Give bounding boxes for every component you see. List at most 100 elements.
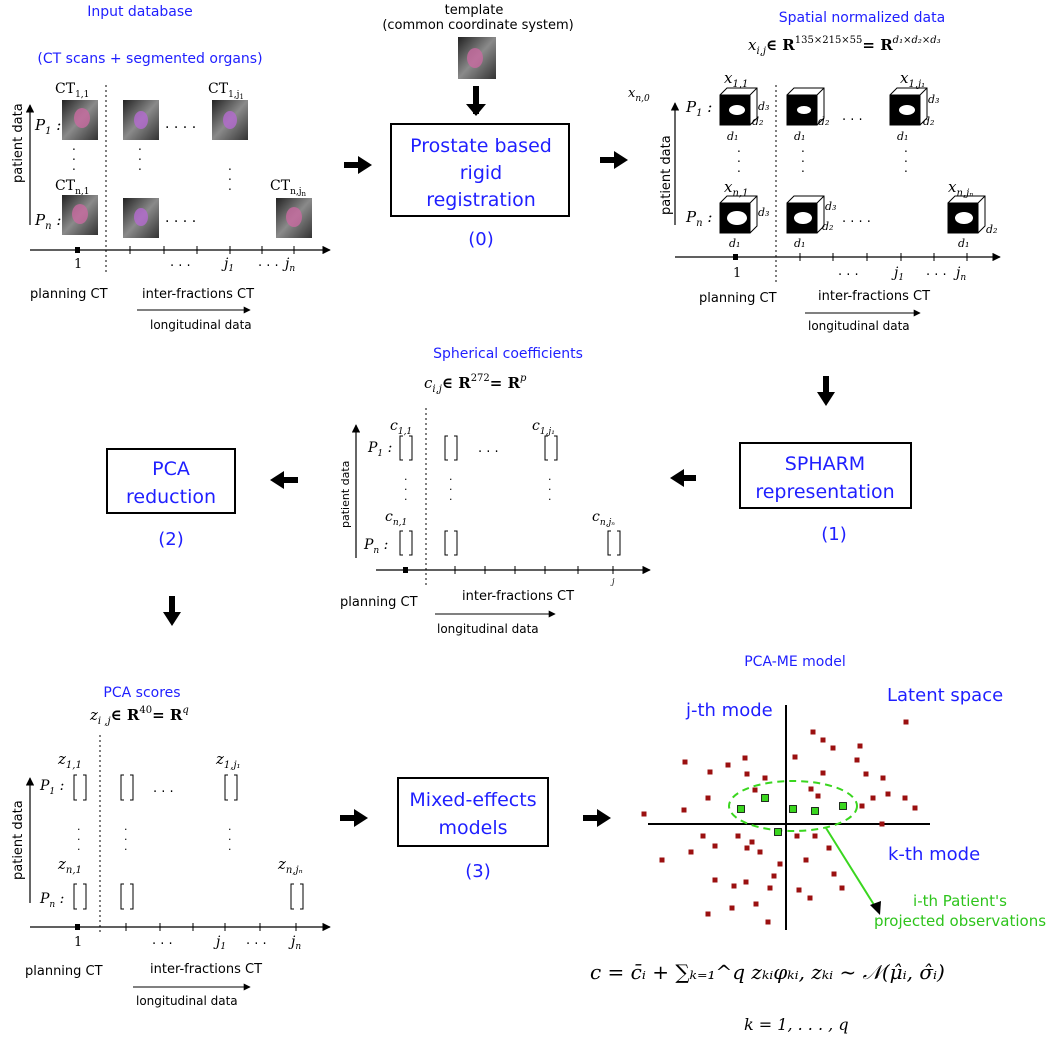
step3-box: Mixed-effects models (3)	[397, 777, 549, 882]
step0-line1: Prostate based	[410, 135, 552, 157]
input-planning-ct: planning CT	[30, 287, 108, 302]
input-ct-11-label: CT1,1	[55, 81, 89, 100]
input-y-axis-label: patient data	[11, 103, 26, 183]
latent-point	[885, 791, 891, 797]
latent-point	[752, 787, 758, 793]
latent-point	[757, 849, 763, 855]
latent-point	[820, 770, 826, 776]
latent-point	[777, 861, 783, 867]
latent-point	[902, 795, 908, 801]
svg-text:.: .	[548, 480, 552, 493]
svg-text:.: .	[404, 480, 408, 493]
svg-text:.: .	[72, 149, 76, 163]
spherical-planning-ct: planning CT	[340, 595, 418, 610]
step1-index: (1)	[821, 524, 847, 545]
svg-text:. . . .: . . . .	[165, 210, 196, 226]
step3-index: (3)	[465, 861, 491, 882]
svg-text:d₃: d₃	[758, 206, 769, 219]
spatial-xnj: xn,jₙ	[948, 178, 973, 199]
coefficient-vector	[444, 530, 458, 556]
svg-text:. . .: . . .	[170, 255, 191, 270]
spherical-formula: ci,j∈ R272= Rp	[424, 373, 527, 395]
svg-text:.: .	[904, 151, 908, 165]
score-vectors	[73, 774, 304, 910]
svg-text:Pn :: Pn :	[685, 208, 712, 229]
input-inter-fractions: inter-fractions CT	[142, 287, 254, 302]
input-tick-j1: j1	[221, 256, 234, 274]
svg-text:. . .: . . .	[246, 933, 267, 948]
patient-pointer-line	[825, 827, 877, 909]
latent-point	[820, 737, 826, 743]
spatial-formula: xi,j∈ R135×215×55= Rd₁×d₂×d₃	[748, 35, 941, 57]
svg-text:j1: j1	[891, 265, 904, 283]
latent-point	[735, 833, 741, 839]
latent-point	[859, 803, 865, 809]
svg-text:.: .	[138, 139, 142, 153]
latent-point	[729, 905, 735, 911]
svg-text:Pn :: Pn :	[363, 537, 388, 556]
coefficient-vector	[607, 530, 621, 556]
spherical-tick-j: j	[610, 577, 615, 586]
latent-point	[712, 877, 718, 883]
svg-text:d₁: d₁	[727, 130, 738, 143]
kmode-label: k-th mode	[888, 844, 980, 865]
coefficient-vector	[399, 530, 413, 556]
svg-text:.: .	[138, 149, 142, 163]
svg-text:.: .	[228, 179, 232, 193]
latent-point	[771, 873, 777, 879]
coefficient-vector	[544, 435, 558, 461]
score-vector	[224, 774, 238, 801]
scores-longitudinal: longitudinal data	[136, 994, 238, 1008]
svg-text:. . . .: . . . .	[165, 116, 196, 132]
spherical-panel: Spherical coefficients ci,j∈ R272= Rp pa…	[339, 346, 651, 636]
patient-point	[811, 807, 819, 815]
input-row1-label: P1 :	[34, 116, 61, 137]
spatial-x11: x1,1	[724, 69, 748, 90]
svg-text:.: .	[138, 159, 142, 173]
input-subtitle: (CT scans + segmented organs)	[37, 51, 262, 67]
input-tick-jn: jn	[282, 256, 295, 274]
spatial-xn0: xn,0	[628, 86, 650, 104]
latent-point	[912, 805, 918, 811]
spatial-y-axis-label: patient data	[659, 135, 674, 215]
spherical-inter-fractions: inter-fractions CT	[462, 589, 574, 604]
step0-line3: registration	[426, 189, 536, 211]
latent-point	[831, 871, 837, 877]
latent-point	[839, 885, 845, 891]
latent-point	[712, 843, 718, 849]
svg-text:. . .: . . .	[258, 255, 279, 270]
patient-point	[737, 805, 745, 813]
svg-text:. . .: . . .	[838, 264, 859, 279]
latent-point	[707, 769, 713, 775]
step0-line2: rigid	[460, 162, 503, 184]
svg-text:.: .	[737, 161, 741, 175]
step0-index: (0)	[468, 229, 494, 250]
score-vector	[120, 883, 134, 910]
flow-arrow-scores-to-step3	[340, 809, 368, 827]
spatial-x1j: x1,j₁	[900, 69, 925, 90]
template-block: template (common coordinate system)	[382, 3, 574, 116]
svg-text:.: .	[77, 830, 81, 843]
svg-text:.: .	[124, 840, 128, 853]
svg-text:d₁: d₁	[794, 130, 805, 143]
patient-cluster-ellipse	[728, 780, 858, 832]
latent-point	[857, 743, 863, 749]
svg-text:.: .	[228, 840, 232, 853]
latent-point	[725, 762, 731, 768]
latent-point	[830, 745, 836, 751]
patient-point	[789, 805, 797, 813]
latent-point	[810, 729, 816, 735]
svg-text:.: .	[904, 161, 908, 175]
score-vector	[120, 774, 134, 801]
svg-text:d₃: d₃	[825, 200, 836, 213]
score-vector	[290, 883, 304, 910]
input-ct-1j-label: CT1,j1	[208, 81, 244, 101]
input-ct-n1-label: CTn,1	[55, 178, 89, 197]
step2-line1: PCA	[152, 458, 190, 480]
latent-point	[767, 885, 773, 891]
step3-line1: Mixed-effects	[409, 789, 536, 811]
svg-text:.: .	[801, 141, 805, 155]
svg-text:jn: jn	[288, 934, 301, 952]
svg-text:. . .: . . .	[153, 781, 174, 796]
